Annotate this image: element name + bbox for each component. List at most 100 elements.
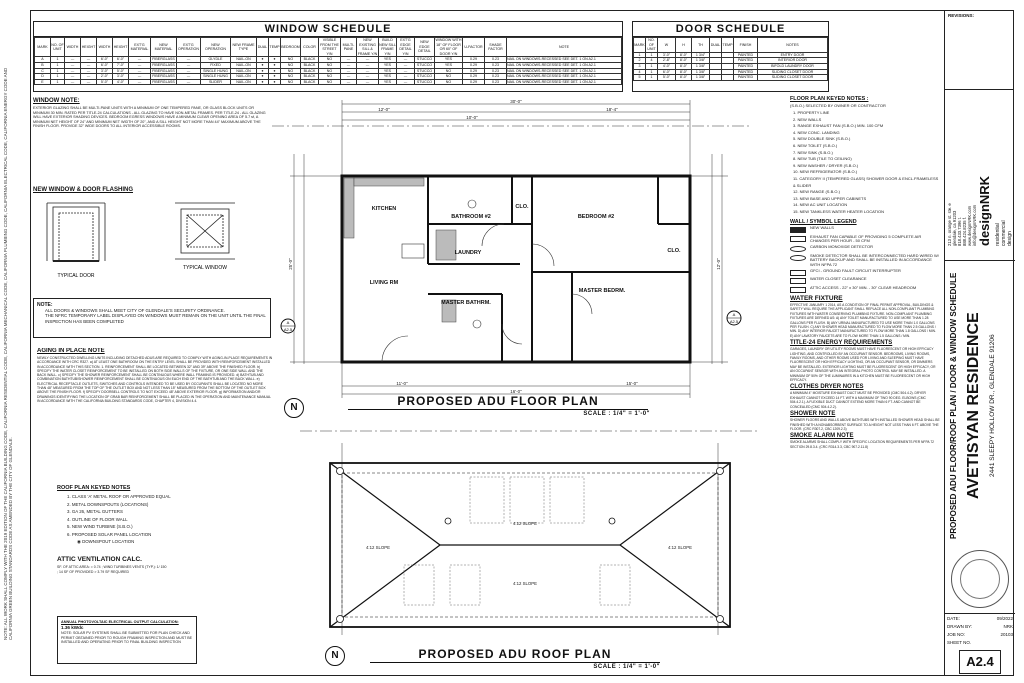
column-header: HEIGHT: [112, 36, 129, 58]
section-mark-letter: A: [733, 312, 736, 317]
column-header: MULTI-PANE: [340, 36, 357, 58]
shower-title: SHOWER NOTE: [790, 411, 836, 418]
table-cell: PAINTED: [733, 74, 758, 81]
dryer-text: A MINIMUM 4" MOISTURE EXHAUST DUCT MUST …: [790, 391, 926, 409]
roof-keyed-notes: ROOF PLAN KEYED NOTES 1. CLASS 'A' METAL…: [57, 485, 257, 544]
water-fixture-title: WATER FIXTURE: [790, 294, 843, 302]
legend-row: SMOKE DETECTOR SHALL BE INTERCONNECTED H…: [790, 253, 940, 268]
dimension-text: 12'-0": [716, 258, 721, 270]
roof-outline: [329, 462, 731, 628]
downspout-markers: [336, 467, 724, 623]
keyed-notes-title: FLOOR PLAN KEYED NOTES :: [790, 96, 869, 102]
title-underline: [348, 409, 648, 410]
drawn-value: NRK: [1003, 624, 1013, 629]
table-cell: ---: [176, 78, 201, 86]
downspout-icon: ◉: [77, 538, 83, 544]
section-mark-sheet: A2.5: [284, 327, 293, 332]
room-label: MASTER BEDRM.: [579, 288, 626, 294]
legend-title: WALL / SYMBOL LEGEND: [790, 218, 857, 225]
table-cell: FIBERGLASS: [150, 73, 177, 80]
floor-plan-walls: [340, 174, 692, 364]
column-header: EXT'G EDGE DETAIL Y/N: [396, 36, 415, 58]
table-cell: NAIL ON WINDOWS-RECESSED SEE DET. 1 ON A…: [506, 67, 622, 75]
column-header: NOTES: [757, 37, 828, 53]
column-header: EXT'G MATERIAL: [128, 36, 151, 58]
typical-window-label: TYPICAL WINDOW: [183, 265, 227, 271]
pv-calculation: ANNUAL PHOTOVOLTAIC ELECTRICAL OUTPUT CA…: [57, 616, 197, 664]
table-cell: 8'-0": [675, 74, 692, 81]
column-header: DUAL: [709, 37, 722, 53]
downspout-label: DOWNSPOUT LOCATION: [82, 538, 135, 544]
column-header: BEDROOM: [280, 36, 301, 58]
column-header: NEW FRAME TYPE: [230, 36, 257, 58]
room-label: CLO.: [515, 204, 529, 210]
attic-ventilation: ATTIC VENTILATION CALC. SF. OF ATTIC ARE…: [57, 556, 257, 575]
table-cell: STUCCO: [414, 78, 435, 86]
pv-value: 1.36 kWdc: [61, 625, 84, 630]
column-header: WIDTH: [96, 36, 113, 58]
legend-row: ATTIC ACCESS - 22" x 30" MIN. - 30" CLEA…: [790, 285, 940, 293]
attic-text: SF. OF ATTIC AREA: = 0.74 ; WIND TURBINE…: [57, 565, 167, 574]
legend-text: NEW WALLS: [810, 225, 834, 230]
column-header: NOTE: [506, 36, 622, 58]
column-header: TEMP: [268, 36, 281, 58]
room-label: KITCHEN: [372, 206, 396, 212]
column-header: DUAL: [256, 36, 269, 58]
table-cell: 0.29: [462, 78, 485, 86]
list-item: 6. NEW TOILET (S.B.O.): [793, 142, 838, 148]
north-arrow-icon: N: [284, 398, 304, 418]
title24-text: GARAGES, LAUNDRY OR UTILITY ROOMS MUST H…: [790, 347, 936, 383]
slope-label: 4:12 SLOPE: [668, 545, 692, 550]
table-cell: STUCCO: [414, 56, 435, 63]
legend-symbol-icon: [790, 235, 806, 242]
legend-row: NEW WALLS: [790, 225, 940, 233]
slope-label: 4:12 SLOPE: [513, 581, 537, 586]
project-address: 2441 SLEEPY HOLLOW DR., GLENDALE 91206: [989, 334, 996, 478]
table-cell: NAIL-ON: [230, 78, 257, 86]
floor-plan-drawing: KITCHEN BATHROOM #2 CLO. BEDROOM #2 LIVI…: [272, 99, 752, 398]
table-cell: FIBERGLASS: [150, 78, 177, 86]
attic-title: ATTIC VENTILATION CALC.: [57, 556, 142, 563]
window-note-text: EXTERIOR GLAZING SHALL BE MULTI-PANE UNI…: [33, 106, 266, 129]
sheet-border: [30, 10, 1014, 676]
north-arrow-icon: N: [325, 646, 345, 666]
sheet-number: A2.4: [959, 650, 1001, 674]
list-item: 1. PROPERTY LINE: [793, 110, 830, 115]
column-header: TH: [691, 37, 710, 53]
water-fixture-text: EFFECTIVE JANUARY 1 2014, AS A CONDITION…: [790, 302, 936, 338]
table-cell: SINGLE HUNG: [200, 73, 231, 80]
table-cell: YES: [378, 78, 397, 86]
legend-symbol-icon: [790, 227, 806, 233]
table-cell: SLIDING CLOSET DOOR: [757, 74, 828, 81]
list-item: 13. NEW BASE AND UPPER CABINETS: [793, 195, 867, 201]
slope-label: 4:12 SLOPE: [366, 545, 390, 550]
table-cell: NO: [280, 78, 301, 86]
dimension-text: 15'-0": [626, 381, 638, 386]
column-header: TEMP: [721, 37, 734, 53]
architect-seal-icon: [951, 550, 1009, 608]
firm-tagline: design: [1007, 231, 1013, 246]
table-cell: ●: [268, 78, 281, 86]
glendale-note-item: ALL DOORS & WINDOWS SHALL MEET CITY OF G…: [45, 308, 225, 313]
side-code-note: NOTE: ALL WORK SHALL COMPLY WITH THE 201…: [3, 67, 13, 640]
date-value: 09/2022: [996, 616, 1013, 621]
table-cell: ---: [340, 78, 357, 86]
room-label: LAUNDRY: [455, 250, 482, 256]
table-cell: ---: [64, 78, 81, 86]
list-item: 6. PROPOSED SOLAR PANEL LOCATION: [67, 531, 152, 537]
column-header: VISIBLE FROM THE STREET Y/N: [318, 36, 341, 58]
glendale-note-item: THE NFRC TEMPORARY LABEL DISPLAYED ON WI…: [45, 313, 266, 324]
date-label: DATE:: [947, 616, 960, 621]
legend-row: EXHAUST FAN CAPABLE OF PROVIDING 5 COMPL…: [790, 234, 940, 244]
list-item: 7. NEW SINK (S.B.O.): [793, 149, 833, 155]
table-cell: ---: [396, 78, 415, 86]
dimension-text: 10'-0": [466, 115, 478, 120]
window-flashing-diagram: [175, 202, 235, 260]
list-item: 3. GA 26, METAL GUTTERS: [67, 509, 123, 515]
